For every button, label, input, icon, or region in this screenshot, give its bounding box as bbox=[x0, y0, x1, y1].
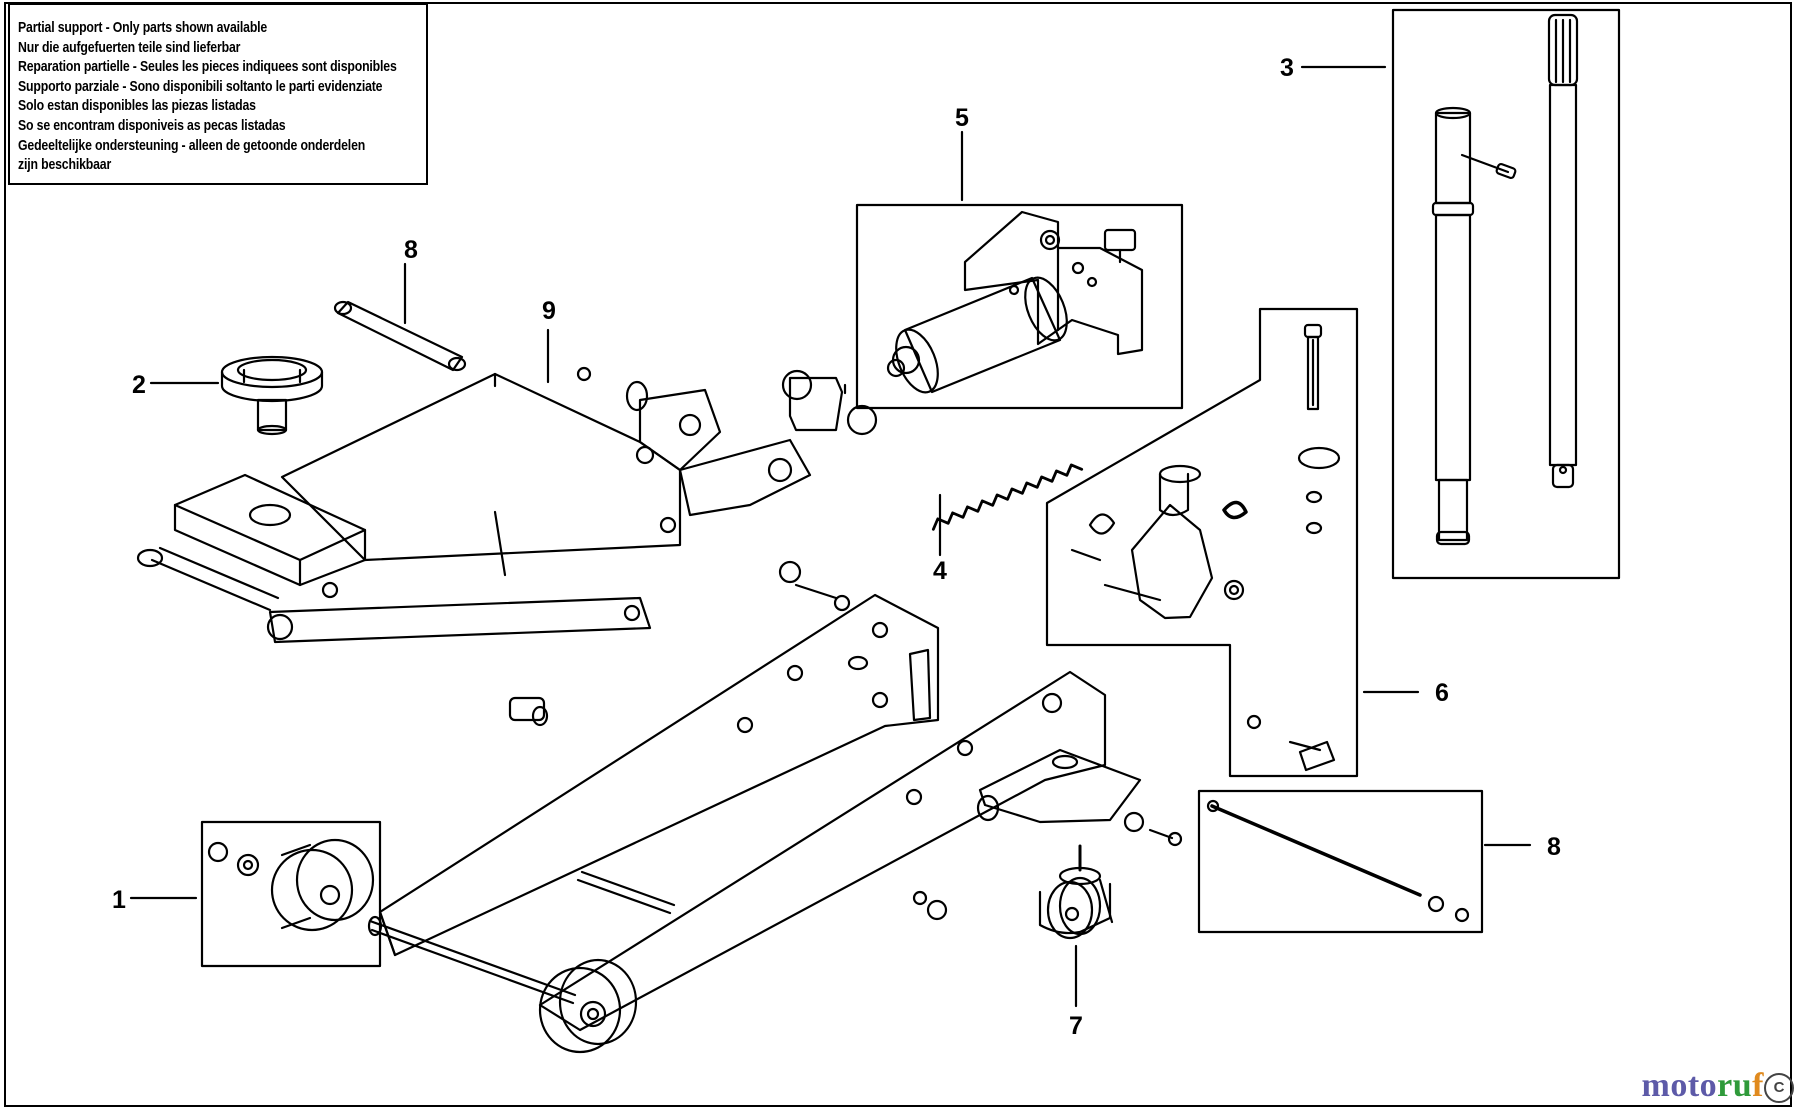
callout-8-top: 8 bbox=[404, 236, 418, 264]
front-caster-kit bbox=[207, 838, 375, 932]
callout-1: 1 bbox=[112, 886, 126, 914]
release-valve bbox=[1070, 323, 1341, 772]
callout-6: 6 bbox=[1435, 679, 1449, 707]
callout-9: 9 bbox=[542, 297, 556, 325]
part-box-rod bbox=[1197, 789, 1484, 934]
watermark-text-3: f bbox=[1752, 1067, 1764, 1104]
spring bbox=[931, 463, 1084, 531]
leader-lines bbox=[129, 65, 1532, 1008]
lift-arm bbox=[173, 372, 812, 599]
watermark-text-1: moto bbox=[1641, 1067, 1718, 1104]
drawing-frame bbox=[4, 2, 1792, 1107]
notice-line: Partial support - Only parts shown avail… bbox=[18, 19, 268, 36]
callout-3: 3 bbox=[1280, 54, 1294, 82]
watermark-text-2: ru bbox=[1717, 1067, 1753, 1104]
handle-pin bbox=[1460, 153, 1517, 180]
part-box-caster bbox=[200, 820, 382, 968]
callout-7: 7 bbox=[1069, 1012, 1083, 1040]
notice-line: So se encontram disponiveis as pecas lis… bbox=[18, 116, 286, 134]
lift-arm-link bbox=[266, 596, 652, 644]
rear-roller bbox=[538, 958, 638, 1054]
callout-8-right: 8 bbox=[1547, 833, 1561, 861]
copyright-icon: C bbox=[1764, 1073, 1794, 1103]
notice-line: Supporto parziale - Sono disponibili sol… bbox=[18, 77, 383, 95]
saddle bbox=[220, 355, 324, 436]
chassis-frame bbox=[367, 593, 1142, 1032]
handle-tube-upper bbox=[1547, 13, 1579, 489]
callout-2: 2 bbox=[132, 371, 146, 399]
lift-arm-axle bbox=[136, 546, 280, 612]
callout-5: 5 bbox=[955, 104, 969, 132]
pump-housing bbox=[963, 210, 1144, 356]
watermark-logo: motoruf bbox=[1642, 1067, 1764, 1105]
notice-line: Gedeeltelijke ondersteuning - alleen de … bbox=[18, 136, 366, 154]
small-fasteners bbox=[508, 366, 1183, 921]
part-box-handle bbox=[1391, 8, 1621, 580]
swivel-caster bbox=[1038, 844, 1114, 940]
part-box-pump bbox=[855, 203, 1184, 410]
part-box-valve bbox=[1045, 307, 1359, 778]
partial-support-notice: Partial support - Only parts shown avail… bbox=[8, 3, 428, 185]
notice-line: Solo estan disponibles las piezas listad… bbox=[18, 97, 256, 115]
callout-4: 4 bbox=[933, 557, 947, 585]
axle-pin-top bbox=[333, 300, 467, 372]
notice-line: Nur die aufgefuerten teile sind lieferba… bbox=[18, 38, 241, 56]
rod bbox=[1206, 799, 1470, 923]
handle-tube-lower bbox=[1431, 106, 1475, 546]
pump-cylinder bbox=[886, 276, 1068, 394]
notice-line: zijn beschikbaar bbox=[18, 156, 112, 174]
notice-line: Reparation partielle - Seules les pieces… bbox=[18, 58, 397, 76]
